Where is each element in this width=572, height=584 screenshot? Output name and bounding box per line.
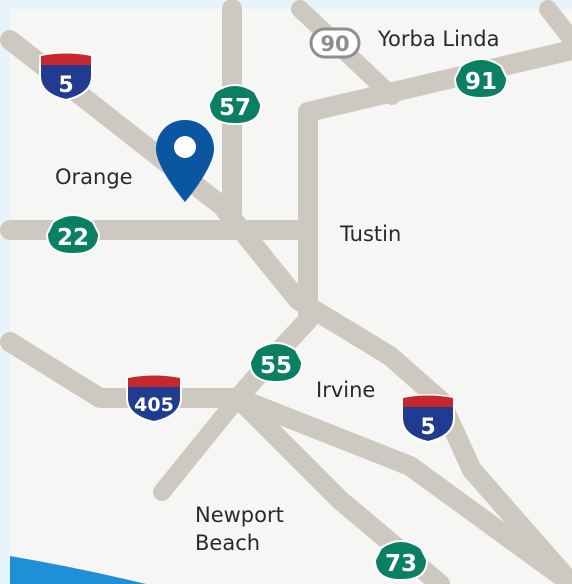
route-label-55: 55	[260, 353, 292, 379]
state-route-shield-icon-57: 57	[207, 84, 263, 126]
road-northeast-diagonal	[539, 0, 572, 49]
place-label-newport-beach-line2: Beach	[195, 531, 261, 555]
route-label-91: 91	[465, 69, 497, 95]
state-route-shield-icon-22: 22	[45, 214, 101, 256]
place-label-orange: Orange	[55, 165, 133, 189]
route-label-5-south: 5	[420, 415, 435, 440]
coastline-water	[10, 556, 146, 584]
route-oval-icon-90: 90	[309, 27, 361, 59]
route-label-5-north: 5	[58, 73, 73, 98]
route-label-57: 57	[219, 95, 251, 121]
route-label-73: 73	[385, 551, 417, 577]
state-route-shield-icon-73: 73	[373, 540, 429, 582]
place-label-yorba-linda: Yorba Linda	[378, 27, 500, 51]
route-label-90: 90	[320, 32, 349, 56]
interstate-shield-icon-405: 405	[126, 374, 182, 424]
interstate-shield-icon-5-south: 5	[401, 394, 455, 444]
state-route-shield-icon-55: 55	[248, 342, 304, 384]
place-label-tustin: Tustin	[340, 222, 402, 246]
state-route-shield-icon-91: 91	[453, 58, 509, 100]
interstate-shield-icon-5-north: 5	[39, 52, 93, 102]
road-sr91	[298, 40, 572, 232]
route-label-22: 22	[57, 225, 89, 251]
road-newport-spur	[153, 389, 247, 501]
location-pin-icon[interactable]	[154, 118, 216, 204]
route-label-405: 405	[134, 394, 174, 416]
place-label-irvine: Irvine	[316, 378, 376, 402]
place-label-newport-beach-line1: Newport	[195, 503, 284, 527]
road-i5-diagonal	[0, 30, 572, 584]
